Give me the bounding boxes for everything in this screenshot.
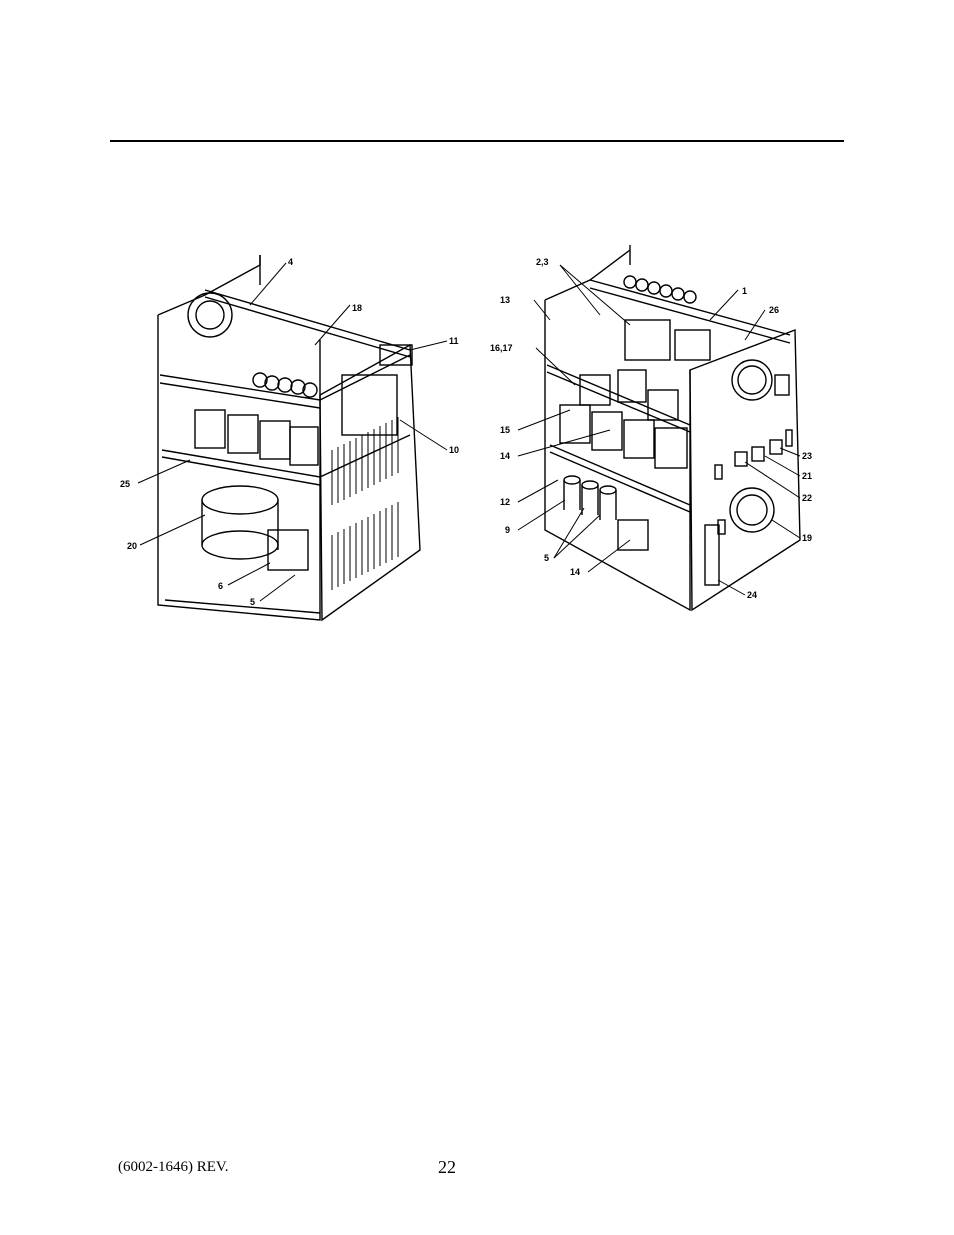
header-rule [110,140,844,142]
callout-20: 20 [127,541,137,551]
front-view-drawing: 4 18 11 10 25 20 6 5 [120,255,459,622]
callout-24: 24 [747,590,757,600]
callout-4: 4 [288,257,293,267]
callout-5: 5 [544,553,549,563]
callout-19: 19 [802,533,812,543]
callout-26: 26 [769,305,779,315]
callout-6: 6 [218,581,223,591]
callout-23: 23 [802,451,812,461]
document-number: (6002-1646) REV. [118,1159,229,1175]
callout-18: 18 [352,303,362,313]
figure-front-view: 4 18 11 10 25 20 6 5 [110,245,470,625]
callout-25: 25 [120,479,130,489]
callout-15: 15 [500,425,510,435]
callout-9: 9 [505,525,510,535]
callout-11: 11 [449,336,459,346]
callout-2-3: 2,3 [536,257,549,267]
callout-1: 1 [742,286,747,296]
callout-5: 5 [250,597,255,607]
figure-rear-view: 2,3 1 26 13 16,17 15 14 12 9 5 14 23 21 … [490,240,840,620]
callout-21: 21 [802,471,812,481]
callout-10: 10 [449,445,459,455]
page-number: 22 [438,1157,456,1177]
callout-12: 12 [500,497,510,507]
callout-16-17: 16,17 [490,343,513,353]
callout-22: 22 [802,493,812,503]
callout-14: 14 [500,451,510,461]
callout-14-lower: 14 [570,567,580,577]
callout-13: 13 [500,295,510,305]
rear-view-drawing: 2,3 1 26 13 16,17 15 14 12 9 5 14 23 21 … [490,245,812,612]
